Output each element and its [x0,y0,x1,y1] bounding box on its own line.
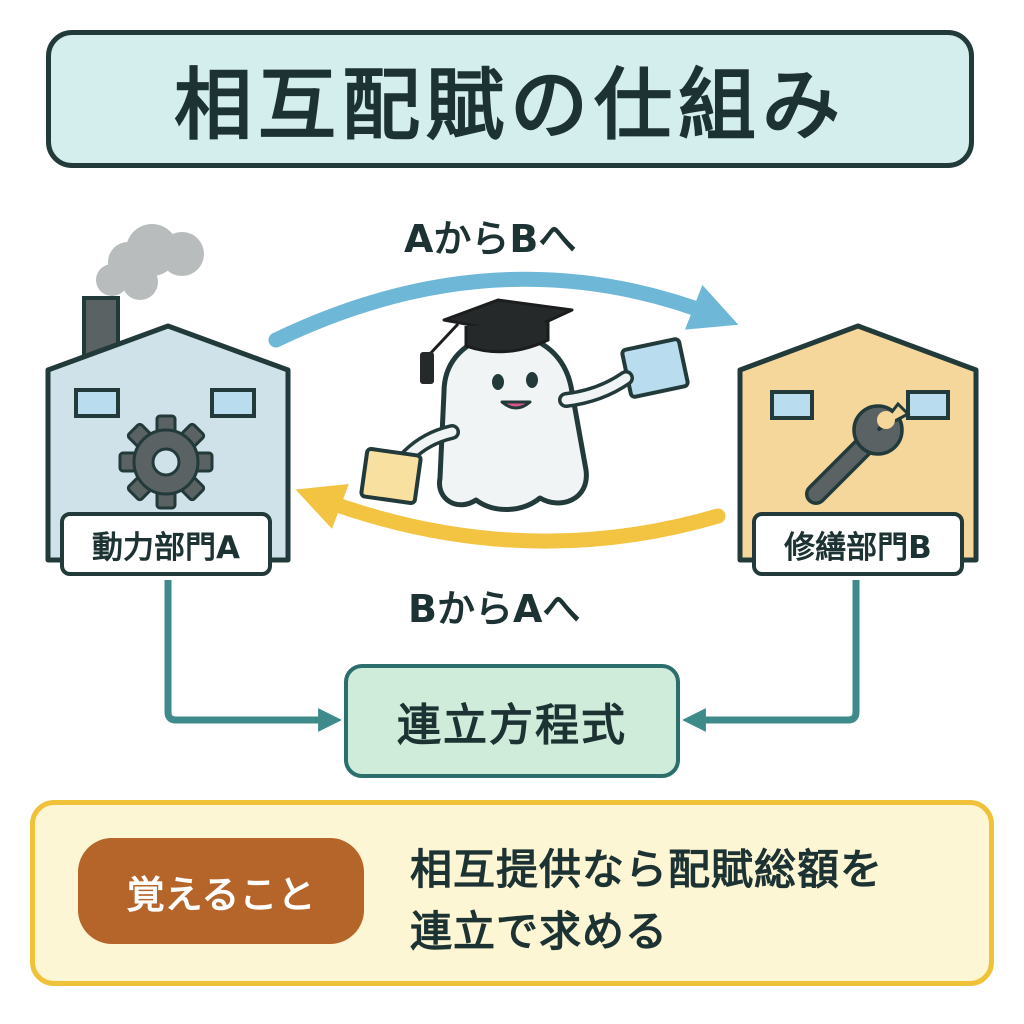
arrow-b-to-a [295,483,726,549]
flow-label-b-to-a: BからAへ [408,587,581,631]
note-badge: 覚えること [78,838,364,944]
connector-b-to-equation [682,580,860,732]
department-b-label: 修繕部門B [752,512,964,576]
note-line-2: 連立で求める [410,907,669,956]
smoke-icon [96,224,204,300]
ghost-mascot [359,298,690,512]
connector-a-to-equation [164,580,342,732]
arrow-a-to-b [268,271,739,348]
page-title: 相互配賦の仕組み [173,61,846,151]
gear-icon [118,414,214,510]
flow-label-a-to-b: AからBへ [404,217,577,261]
note-line-1: 相互提供なら配賦総額を [410,845,884,894]
department-a-label: 動力部門A [60,512,272,576]
wrench-icon [805,401,911,505]
equation-box: 連立方程式 [344,664,680,778]
title-banner: 相互配賦の仕組み [46,30,974,168]
